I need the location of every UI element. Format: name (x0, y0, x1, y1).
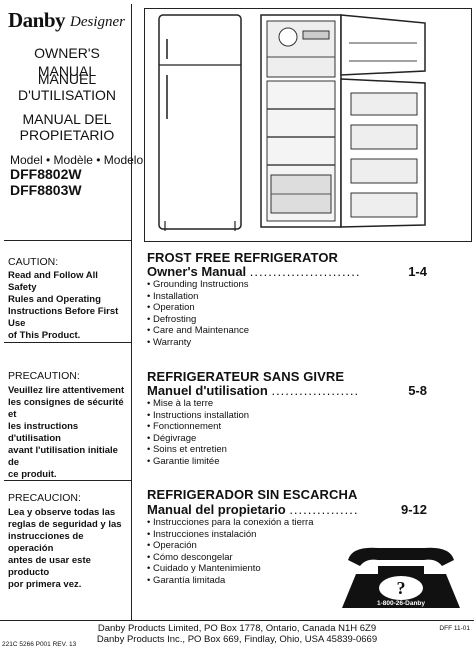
title-propietario: PROPIETARIO (19, 127, 115, 143)
title-owners-manual: OWNER'S MANUAL (34, 45, 100, 79)
list-item: Operation (147, 302, 249, 314)
left-column (4, 4, 132, 620)
brand-subtitle: Designer (70, 14, 125, 30)
list-item: Fonctionnement (147, 421, 249, 433)
left-divider (4, 240, 131, 241)
model-number-2: DFF8803W (10, 182, 82, 198)
footer-address-usa: Danby Products Inc., PO Box 669, Findlay… (96, 634, 378, 645)
list-item: Cuidado y Mantenimiento (147, 563, 314, 575)
page-range-fr: 5-8 (408, 383, 427, 398)
title-manual-del: MANUAL DEL (22, 111, 112, 127)
telephone-icon: ? 1-800-26-Danby (342, 547, 460, 608)
contents-list-es: Instrucciones para la conexión a tierra … (147, 517, 314, 587)
footer-code-right: DFF 11-01 (439, 625, 470, 632)
phone-number: 1-800-26-Danby (377, 600, 425, 607)
contents-list-fr: Mise à la terre Instructions installatio… (147, 398, 249, 468)
model-number-1: DFF8802W (10, 166, 82, 182)
section-title-en: FROST FREE REFRIGERATOR (147, 250, 339, 265)
section-title-es: REFRIGERADOR SIN ESCARCHA (147, 487, 358, 502)
list-item: Defrosting (147, 314, 249, 326)
section-manual-en: Owner's Manual ........................ … (147, 264, 427, 279)
caution-heading-en: CAUTION: (8, 256, 59, 268)
section-manual-fr: Manuel d'utilisation ...................… (147, 383, 427, 398)
page-range-es: 9-12 (400, 502, 427, 517)
brand-logo: Danby (8, 8, 66, 32)
footer-address-canada: Danby Products Limited, PO Box 1778, Ont… (97, 623, 377, 634)
list-item: Instrucciones para la conexión a tierra (147, 517, 314, 529)
title-manuel: MANUEL (37, 71, 97, 87)
caution-heading-es: PRECAUCION: (8, 492, 81, 504)
question-mark: ? (397, 578, 406, 598)
list-item: Mise à la terre (147, 398, 249, 410)
list-item: Care and Maintenance (147, 325, 249, 337)
list-item: Cómo descongelar (147, 552, 314, 564)
list-item: Grounding Instructions (147, 279, 249, 291)
list-item: Instrucciones instalación (147, 529, 314, 541)
list-item: Instructions installation (147, 410, 249, 422)
list-item: Garantía limitada (147, 575, 314, 587)
list-item: Operación (147, 540, 314, 552)
product-photo (144, 8, 472, 242)
list-item: Soins et entretien (147, 444, 249, 456)
list-item: Warranty (147, 337, 249, 349)
footer-code-left: 221C 5266 P001 REV. 13 (2, 641, 77, 648)
list-item: Installation (147, 291, 249, 303)
section-manual-es: Manual del propietario ............... 9… (147, 502, 427, 517)
left-divider (4, 480, 131, 481)
list-item: Dégivrage (147, 433, 249, 445)
phone-graphic: ? 1-800-26-Danby (338, 540, 464, 612)
contents-list-en: Grounding Instructions Installation Oper… (147, 279, 249, 349)
model-label: Model • Modèle • Modelo (10, 153, 144, 167)
refrigerator-illustration (158, 14, 426, 231)
footer-divider (0, 620, 474, 621)
page-range-en: 1-4 (408, 264, 427, 279)
caution-heading-fr: PRECAUTION: (8, 370, 80, 382)
section-title-fr: REFRIGERATEUR SANS GIVRE (147, 369, 345, 384)
left-divider (4, 342, 131, 343)
list-item: Garantie limitée (147, 456, 249, 468)
title-utilisation: D'UTILISATION (17, 87, 117, 103)
